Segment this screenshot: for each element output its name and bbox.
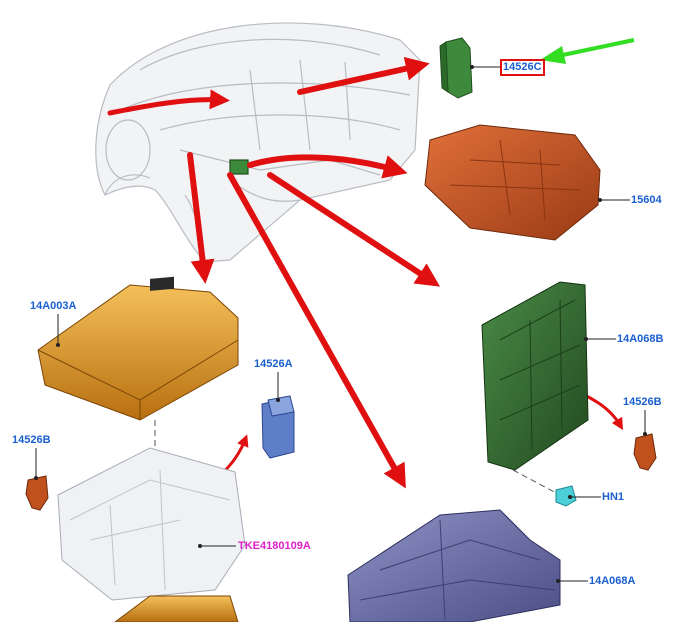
fuse-14526B-left[interactable]	[25, 475, 49, 511]
fuse-14526A[interactable]	[261, 395, 295, 459]
highlight-pointer-arrow	[540, 38, 635, 64]
body-control-module-15604[interactable]	[424, 124, 601, 241]
fuse-box-cover-14A003A[interactable]	[37, 276, 239, 421]
flow-arrow-to-15604	[247, 154, 408, 179]
module-assembly-line	[512, 469, 561, 496]
fuse-14526B-right[interactable]	[633, 433, 657, 471]
flow-arrow-to-14A068B	[267, 172, 441, 287]
part-label-TKE4180109A[interactable]: TKE4180109A	[238, 540, 311, 552]
module-14A068B[interactable]	[481, 281, 589, 471]
part-label-14A068A[interactable]: 14A068A	[589, 575, 636, 587]
leader-lines	[35, 66, 646, 582]
part-label-14A003A[interactable]: 14A003A	[30, 300, 77, 312]
part-label-14526A[interactable]: 14526A	[254, 358, 293, 370]
part-label-HN1[interactable]: HN1	[602, 491, 625, 503]
fuse-box-base-TKE4180109A[interactable]	[57, 447, 246, 601]
part-label-14526B-left[interactable]: 14526B	[12, 434, 51, 446]
leader-dots	[34, 65, 647, 583]
grommet-HN1[interactable]	[555, 485, 577, 507]
relay-14526C[interactable]	[439, 37, 473, 99]
flow-arrow-to-14526C	[297, 56, 430, 95]
flow-arrow-to-14A068A	[227, 172, 406, 489]
part-label-15604[interactable]: 15604	[631, 194, 662, 206]
part-label-14A068B[interactable]: 14A068B	[617, 333, 664, 345]
module-14A068A[interactable]	[347, 509, 561, 622]
part-label-14526B-right[interactable]: 14526B	[623, 396, 662, 408]
flow-arrow-to-14A003A	[187, 152, 215, 284]
part-label-14526C[interactable]: 14526C	[500, 59, 545, 76]
fuse-box-lower-part	[114, 595, 239, 622]
